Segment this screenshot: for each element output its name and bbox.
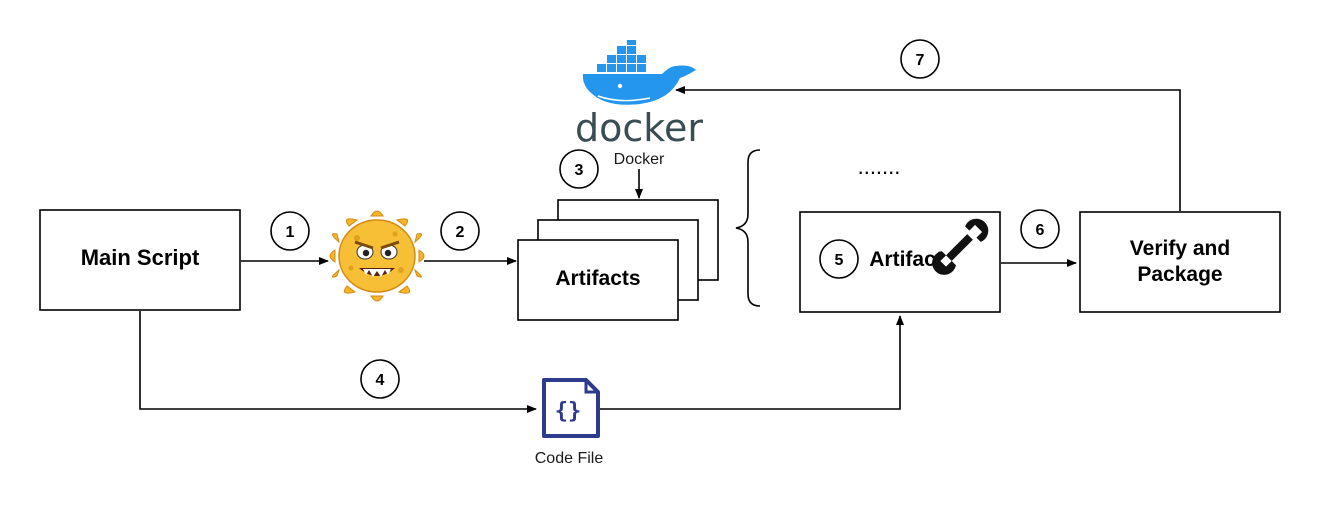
step-markers: 1 2 3 4 5 6 7 bbox=[270, 39, 1060, 399]
step-5-marker: 5 bbox=[819, 239, 859, 279]
step-3-marker: 3 bbox=[559, 149, 599, 189]
docker-logo: docker Docker bbox=[575, 40, 703, 168]
arrow-verify-to-docker bbox=[675, 86, 1181, 211]
arrow-code-to-artifact bbox=[600, 315, 904, 410]
step-6-label: 6 bbox=[1036, 222, 1045, 239]
code-braces-glyph: {} bbox=[555, 399, 582, 424]
arrow-main-to-code bbox=[139, 311, 537, 413]
main-script-node: Main Script bbox=[39, 209, 241, 311]
verify-package-node: Verify and Package bbox=[1079, 211, 1281, 313]
step-2-label: 2 bbox=[456, 224, 465, 241]
more-artifacts-ellipsis: ....... bbox=[858, 154, 901, 179]
step-1-label: 1 bbox=[286, 224, 295, 241]
code-file-icon: {} bbox=[542, 378, 600, 438]
step-7-marker: 7 bbox=[900, 39, 940, 79]
step-1-marker: 1 bbox=[270, 211, 310, 251]
step-7-label: 7 bbox=[916, 52, 925, 69]
code-file-caption: Code File bbox=[535, 450, 604, 467]
step-6-marker: 6 bbox=[1020, 209, 1060, 249]
step-4-marker: 4 bbox=[360, 359, 400, 399]
artifacts-label: Artifacts bbox=[555, 267, 640, 290]
artifact-label: Artifact bbox=[869, 248, 943, 271]
connectors bbox=[139, 86, 1181, 413]
verify-label-line2: Package bbox=[1137, 263, 1222, 286]
docker-whale-icon bbox=[582, 40, 696, 105]
group-brace bbox=[735, 149, 761, 307]
step-2-marker: 2 bbox=[440, 211, 480, 251]
main-script-label: Main Script bbox=[81, 245, 200, 270]
step-5-label: 5 bbox=[835, 252, 844, 269]
docker-wordmark: docker bbox=[575, 106, 703, 150]
artifacts-stack: Artifacts bbox=[517, 199, 719, 321]
step-3-label: 3 bbox=[575, 162, 584, 179]
docker-caption: Docker bbox=[614, 151, 665, 168]
bug-monster-icon bbox=[329, 210, 425, 302]
wrench-icon bbox=[932, 218, 989, 275]
verify-label-line1: Verify and bbox=[1130, 237, 1230, 260]
step-4-label: 4 bbox=[376, 372, 385, 389]
